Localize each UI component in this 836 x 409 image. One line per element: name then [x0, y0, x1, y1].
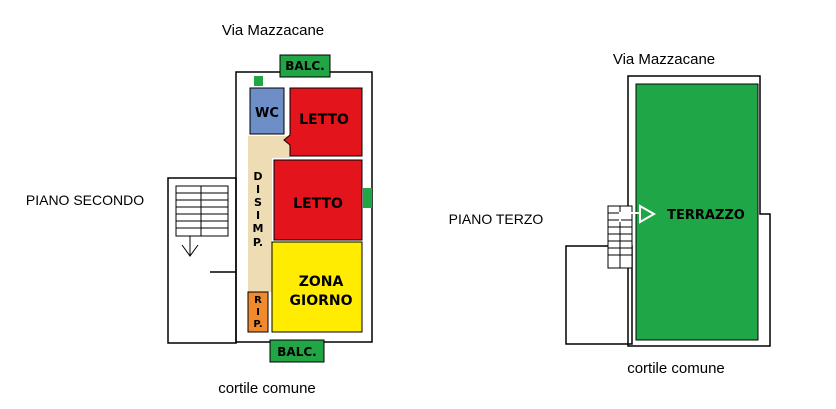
street-label-second: Via Mazzacane — [222, 22, 324, 39]
svg-text:I: I — [256, 183, 260, 196]
corridor — [248, 136, 290, 300]
balcony-top-label: BALC. — [285, 59, 324, 73]
svg-text:P.: P. — [253, 319, 262, 330]
second-floor-plan: Via Mazzacane PIANO SECONDO cortile comu… — [26, 22, 373, 397]
room-zona-giorno — [271, 241, 363, 333]
stairwell — [167, 177, 237, 344]
floor-label-second: PIANO SECONDO — [26, 192, 144, 208]
balcony-bottom — [269, 339, 325, 363]
room-letto-1 — [283, 87, 363, 157]
balcony-top — [279, 54, 331, 78]
street-label-third: Via Mazzacane — [613, 51, 715, 68]
svg-text:R: R — [254, 295, 262, 306]
terrace-label: TERRAZZO — [667, 208, 745, 223]
svg-text:P.: P. — [253, 236, 263, 249]
balcony-bottom-label: BALC. — [277, 345, 316, 359]
courtyard-label-third: cortile comune — [627, 360, 725, 377]
svg-text:I: I — [256, 209, 260, 222]
room-ripostiglio-label: R I P. — [253, 295, 262, 330]
room-letto-2-label: LETTO — [293, 196, 343, 212]
corridor-label: D I S I M P. — [253, 170, 264, 249]
window-top-left — [254, 76, 263, 86]
terrace-outline — [627, 75, 771, 347]
room-zona-giorno-label-line1: ZONA — [299, 274, 344, 290]
terrace — [635, 83, 759, 341]
room-letto-2 — [273, 159, 363, 241]
window-right — [363, 188, 372, 208]
room-letto-1-label: LETTO — [299, 112, 349, 128]
room-wc — [249, 87, 285, 135]
room-zona-giorno-label-line2: GIORNO — [290, 293, 353, 309]
svg-text:S: S — [254, 196, 262, 209]
room-wc-label: WC — [255, 106, 279, 121]
annex-block — [565, 245, 633, 345]
room-ripostiglio — [247, 291, 269, 333]
svg-text:M: M — [253, 222, 264, 235]
third-floor-plan: Via Mazzacane PIANO TERZO cortile comune… — [449, 51, 771, 377]
floor-label-third: PIANO TERZO — [449, 211, 544, 227]
svg-text:I: I — [256, 307, 260, 318]
svg-text:D: D — [253, 170, 262, 183]
terrace-stairs — [607, 204, 657, 269]
courtyard-label-second: cortile comune — [218, 380, 316, 397]
